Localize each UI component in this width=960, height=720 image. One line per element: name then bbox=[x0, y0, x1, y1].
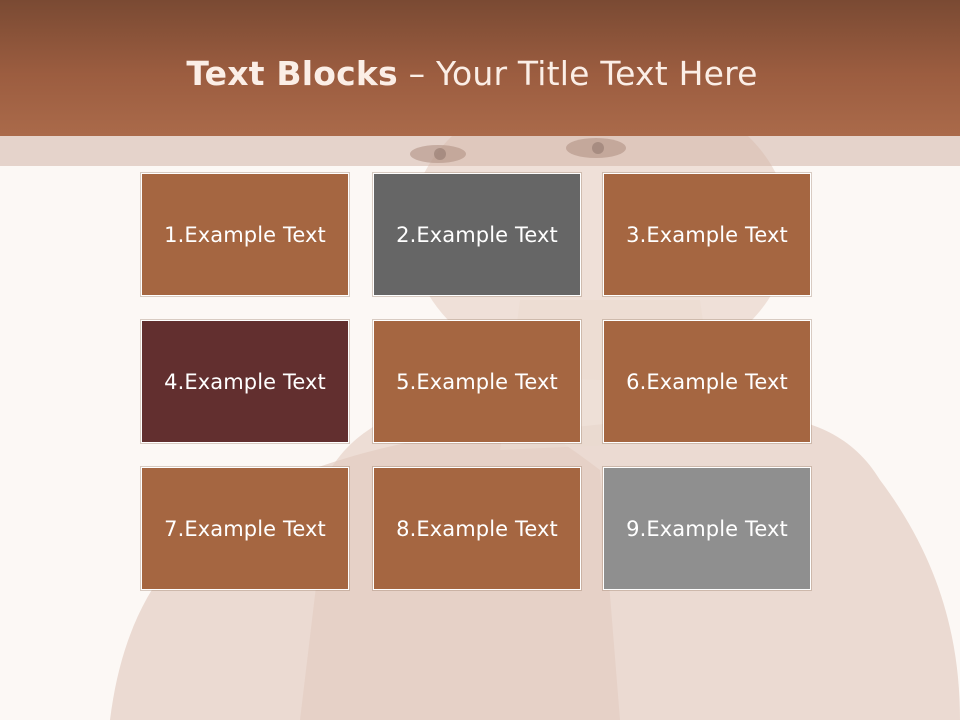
text-block-3[interactable]: 3.Example Text bbox=[602, 172, 812, 297]
title-header-bar bbox=[0, 0, 960, 136]
text-block-label: 3.Example Text bbox=[626, 222, 788, 247]
text-block-7[interactable]: 7.Example Text bbox=[140, 466, 350, 591]
text-block-label: 9.Example Text bbox=[626, 516, 788, 541]
text-block-4[interactable]: 4.Example Text bbox=[140, 319, 350, 444]
text-block-label: 1.Example Text bbox=[164, 222, 326, 247]
text-block-6[interactable]: 6.Example Text bbox=[602, 319, 812, 444]
text-block-8[interactable]: 8.Example Text bbox=[372, 466, 582, 591]
text-block-5[interactable]: 5.Example Text bbox=[372, 319, 582, 444]
translucent-band bbox=[0, 136, 960, 166]
title-separator: – bbox=[397, 54, 436, 93]
text-block-label: 8.Example Text bbox=[396, 516, 558, 541]
text-block-2[interactable]: 2.Example Text bbox=[372, 172, 582, 297]
text-block-label: 4.Example Text bbox=[164, 369, 326, 394]
title-rest-part: Your Title Text Here bbox=[435, 54, 758, 93]
text-block-1[interactable]: 1.Example Text bbox=[140, 172, 350, 297]
text-block-label: 7.Example Text bbox=[164, 516, 326, 541]
title-bold-part: Text Blocks bbox=[186, 54, 398, 93]
text-block-9[interactable]: 9.Example Text bbox=[602, 466, 812, 591]
text-block-label: 5.Example Text bbox=[396, 369, 558, 394]
text-block-label: 2.Example Text bbox=[396, 222, 558, 247]
slide-title: Text Blocks – Your Title Text Here bbox=[0, 54, 944, 93]
text-block-label: 6.Example Text bbox=[626, 369, 788, 394]
